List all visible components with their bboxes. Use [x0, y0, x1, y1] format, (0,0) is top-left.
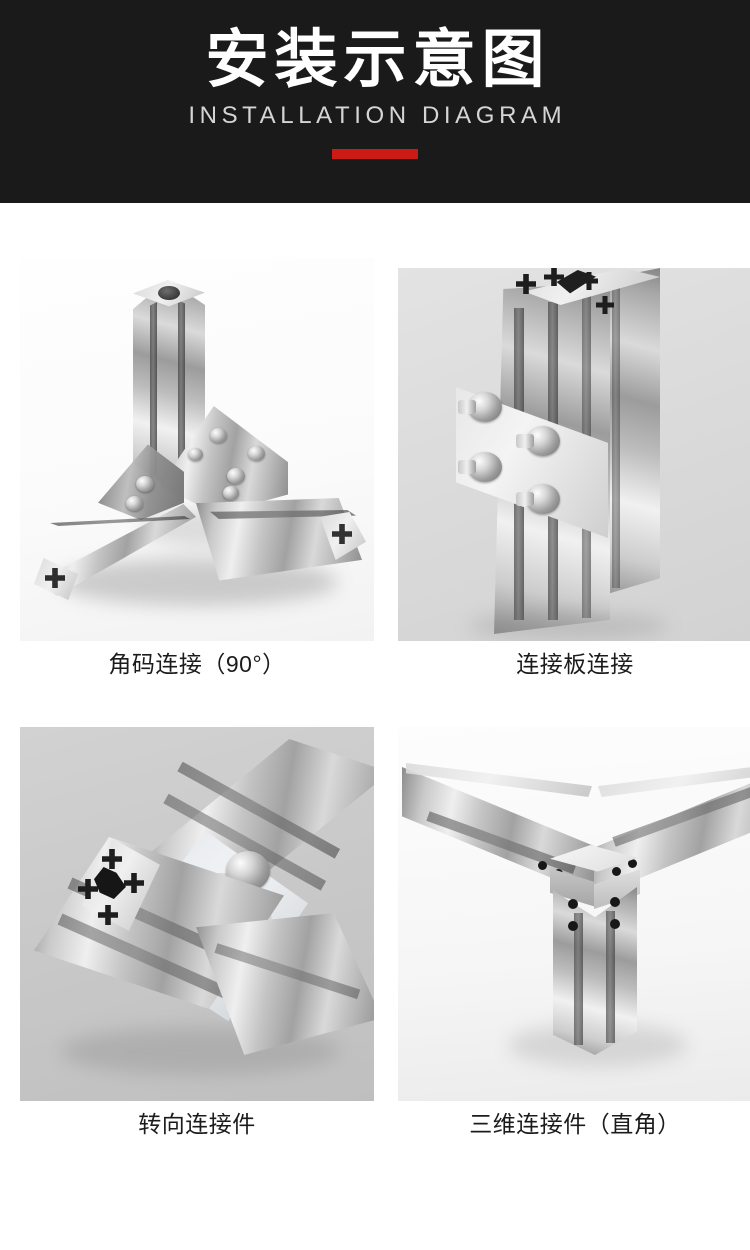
gallery-item-pivot-connector[interactable]: 转向连接件 [11, 727, 383, 1182]
gallery-item-caption: 三维连接件（直角） [469, 1111, 681, 1137]
page-banner: 安装示意图 INSTALLATION DIAGRAM [0, 0, 750, 203]
corner-bracket-90-degree-joint-photo [20, 258, 374, 641]
pivot-swivel-connector-photo [20, 727, 374, 1101]
gallery-item-caption: 连接板连接 [516, 651, 634, 677]
page-title: 安装示意图 [205, 25, 551, 95]
gallery-item-caption: 角码连接（90°） [108, 651, 286, 677]
gallery-item-corner-bracket[interactable]: 角码连接（90°） [11, 258, 383, 727]
gallery-item-connecting-plate[interactable]: 连接板连接 [389, 258, 750, 727]
page-subtitle: INSTALLATION DIAGRAM [188, 101, 567, 129]
gallery-item-3d-corner-connector[interactable]: 三维连接件（直角） [389, 727, 750, 1182]
gallery-item-caption: 转向连接件 [138, 1111, 256, 1137]
three-dimensional-right-angle-connector-photo [398, 727, 750, 1101]
title-underline-rule [332, 148, 418, 159]
connecting-plate-joint-photo [398, 268, 750, 641]
installation-diagram-gallery: 角码连接（90°） [0, 203, 750, 1250]
